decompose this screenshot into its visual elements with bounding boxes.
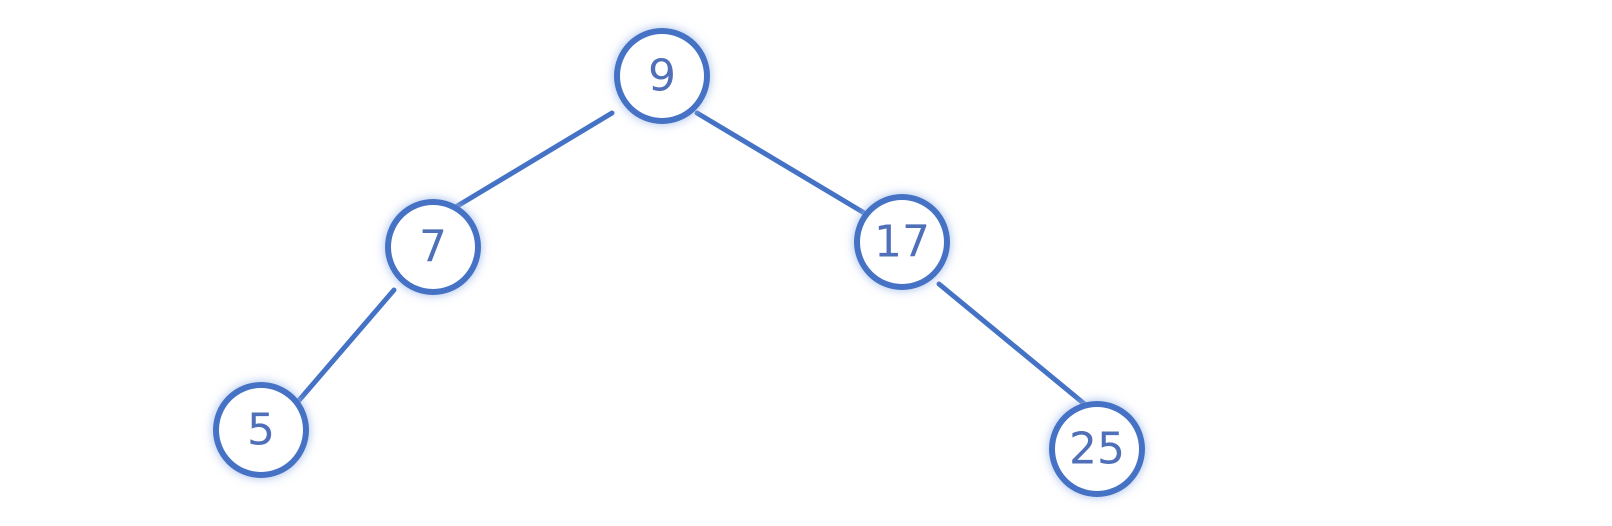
edges-layer <box>292 110 1096 414</box>
edge-17-25 <box>936 281 1096 414</box>
edge-9-17 <box>694 110 869 217</box>
tree-node-17: 17 <box>854 194 950 290</box>
tree-node-7: 7 <box>385 199 481 295</box>
tree-node-5: 5 <box>213 382 309 478</box>
node-label-25: 25 <box>1069 424 1125 475</box>
tree-node-9: 9 <box>614 28 710 124</box>
node-label-9: 9 <box>648 51 676 102</box>
node-label-17: 17 <box>874 217 930 268</box>
node-label-7: 7 <box>419 222 447 273</box>
edge-9-7 <box>451 110 615 211</box>
nodes-layer: 9 7 17 5 25 <box>213 28 1145 497</box>
node-label-5: 5 <box>247 405 275 456</box>
tree-node-25: 25 <box>1049 401 1145 497</box>
edge-7-5 <box>292 287 397 408</box>
